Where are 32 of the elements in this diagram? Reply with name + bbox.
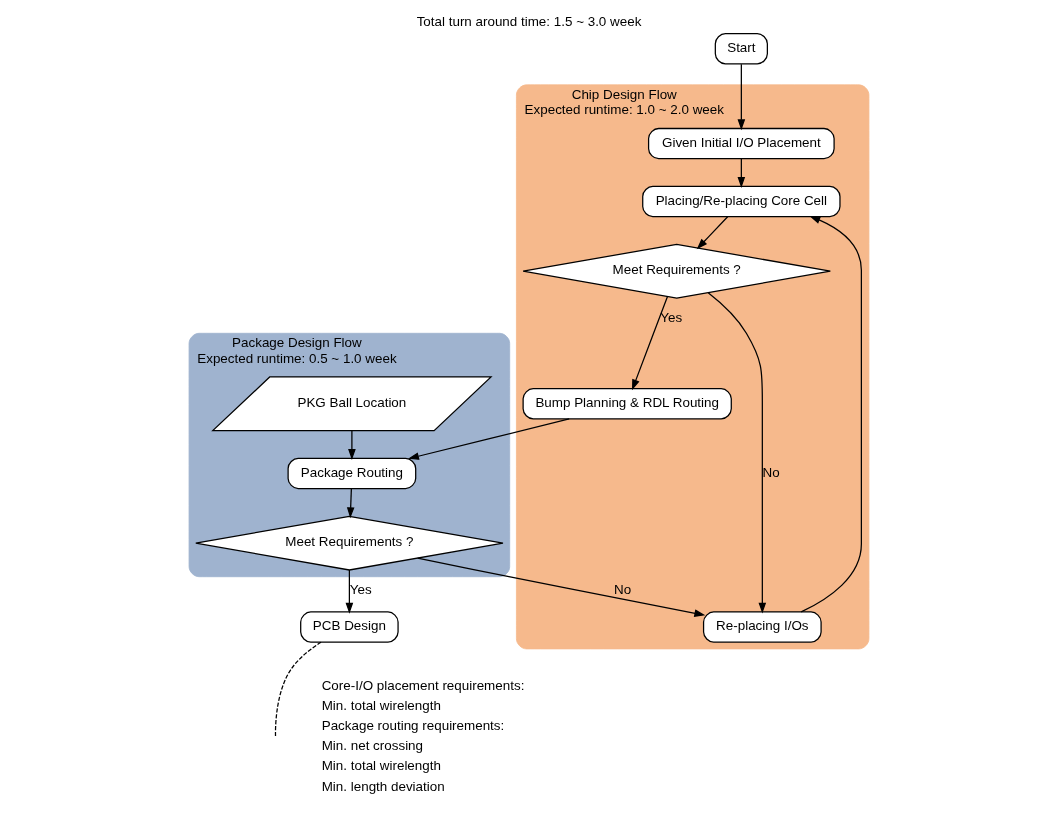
node-box: Given Initial I/O Placement: [647, 127, 835, 160]
node-box: Bump Planning & RDL Routing: [522, 388, 732, 420]
diagram-title: Total turn around time: 1.5 ~ 3.0 week: [416, 13, 642, 29]
connector: [274, 641, 322, 737]
arrow: [345, 569, 354, 614]
node-box: Package Routing: [287, 457, 417, 490]
label: Package routing requirements:: [321, 718, 505, 734]
arrow: [696, 216, 729, 250]
node-diamond: Meet Requirements ?: [195, 515, 504, 571]
arrow: [737, 158, 746, 188]
arrow: [800, 216, 862, 613]
arrow: [631, 296, 669, 391]
arrow: [417, 557, 706, 617]
arrow: [707, 292, 767, 614]
node-diamond: Meet Requirements ?: [522, 243, 831, 299]
node-box: Placing/Re-placing Core Cell: [642, 185, 841, 218]
arrow: [408, 418, 570, 460]
label: Min. length deviation: [321, 778, 445, 794]
label: Min. net crossing: [321, 738, 424, 754]
label: Min. total wirelength: [321, 758, 441, 774]
edge-label: Yes: [349, 582, 372, 598]
edge-label: No: [614, 582, 632, 598]
edge-label: No: [762, 464, 780, 480]
label: Core-I/O placement requirements:: [321, 677, 525, 693]
node-box: Re-placing I/Os: [702, 611, 822, 643]
arrow: [346, 488, 355, 519]
label: Min. total wirelength: [321, 697, 441, 713]
edge-label: Yes: [660, 310, 683, 326]
arrow: [737, 63, 746, 131]
node-box: Start: [714, 33, 768, 65]
node-box: PCB Design: [300, 611, 399, 643]
arrow: [348, 430, 356, 460]
